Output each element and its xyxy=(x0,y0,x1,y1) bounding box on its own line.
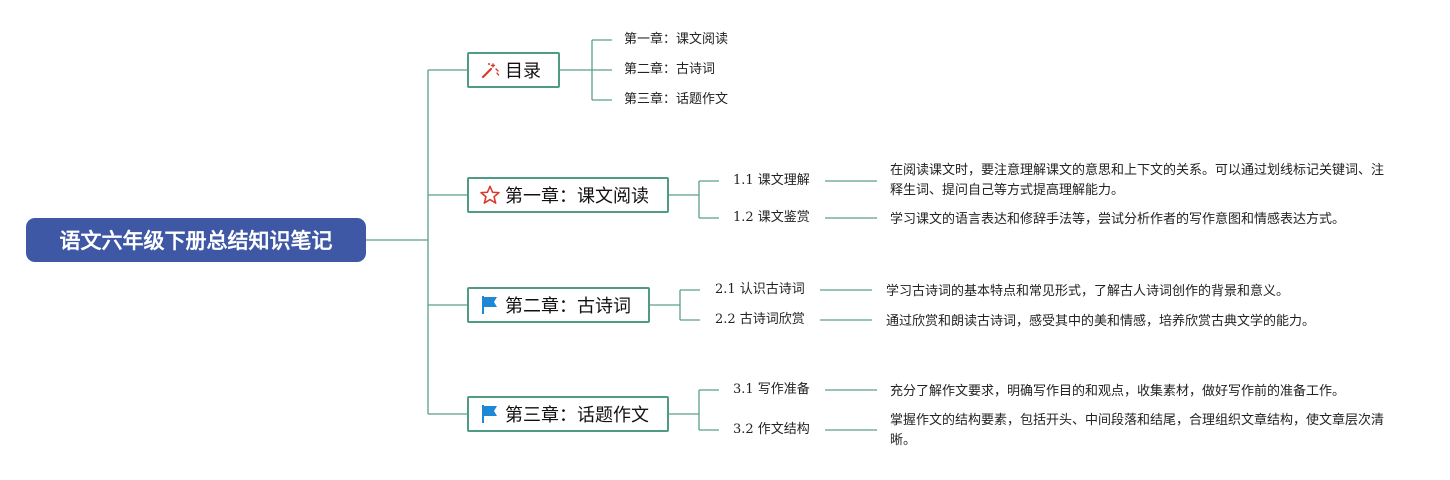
magic-wand-icon xyxy=(479,59,501,81)
sub-topic-label[interactable]: 1.1 课文理解 xyxy=(733,173,810,188)
note-text: 学习课文的语言表达和修辞手法等，尝试分析作者的写作意图和情感表达方式。 xyxy=(890,212,1346,227)
note-text: 学习古诗词的基本特点和常见形式，了解古人诗词创作的背景和意义。 xyxy=(886,284,1290,299)
note-text: 掌握作文的结构要素，包括开头、中间段落和结尾，合理组织文章结构，使文章层次清晰。 xyxy=(890,413,1385,448)
note-text: 充分了解作文要求，明确写作目的和观点，收集素材，做好写作前的准备工作。 xyxy=(890,384,1346,399)
root-title: 语文六年级下册总结知识笔记 xyxy=(59,229,333,253)
note-text: 在阅读课文时，要注意理解课文的意思和上下文的关系。可以通过划线标记关键词、注释生… xyxy=(890,163,1385,198)
toc-item[interactable]: 第三章：话题作文 xyxy=(624,92,729,107)
sub-topic-label[interactable]: 1.2 课文鉴赏 xyxy=(733,210,810,225)
branch-toc[interactable]: 目录 xyxy=(467,52,560,88)
toc-item[interactable]: 第二章：古诗词 xyxy=(624,62,716,77)
branch-chapter-3[interactable]: 第三章：话题作文 xyxy=(467,396,669,432)
flag-icon xyxy=(479,403,501,425)
note-text: 通过欣赏和朗读古诗词，感受其中的美和情感，培养欣赏古典文学的能力。 xyxy=(886,314,1316,329)
branch-toc-label: 目录 xyxy=(505,61,541,82)
toc-item[interactable]: 第一章：课文阅读 xyxy=(624,32,729,47)
branch-chapter-1-label: 第一章：课文阅读 xyxy=(505,186,649,207)
flag-icon xyxy=(479,294,501,316)
sub-topic-label[interactable]: 3.2 作文结构 xyxy=(733,422,810,437)
branch-chapter-2[interactable]: 第二章：古诗词 xyxy=(467,287,650,323)
sub-topic-label[interactable]: 2.2 古诗词欣赏 xyxy=(715,312,805,327)
branch-chapter-3-label: 第三章：话题作文 xyxy=(505,405,649,426)
sub-topic-label[interactable]: 3.1 写作准备 xyxy=(733,382,810,397)
branch-chapter-2-label: 第二章：古诗词 xyxy=(505,296,631,317)
branch-chapter-1[interactable]: 第一章：课文阅读 xyxy=(467,177,669,213)
sub-topic-label[interactable]: 2.1 认识古诗词 xyxy=(715,282,805,297)
star-outline-icon xyxy=(479,184,501,206)
root-node[interactable]: 语文六年级下册总结知识笔记 xyxy=(26,218,366,262)
